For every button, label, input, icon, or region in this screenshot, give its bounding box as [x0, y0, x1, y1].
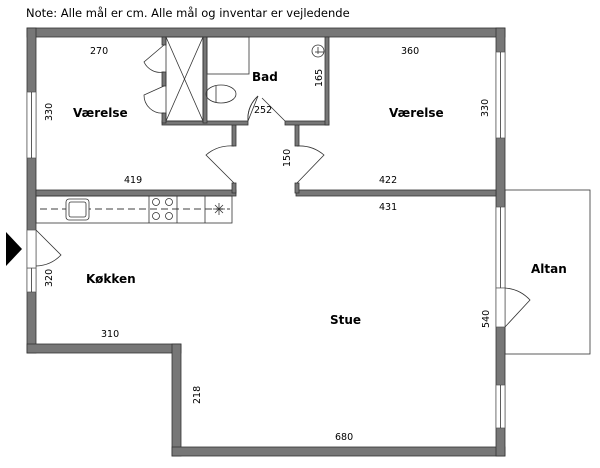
dim-419: 419 [124, 175, 142, 186]
dim-330-right: 330 [480, 99, 491, 117]
room-label-altan: Altan [531, 262, 567, 276]
room-label-vaerelse-right: Værelse [389, 106, 444, 120]
dim-310: 310 [101, 329, 119, 340]
dim-218: 218 [192, 386, 203, 404]
entrance-arrow-icon [6, 232, 22, 266]
dim-270: 270 [90, 46, 108, 57]
door-swings [35, 44, 531, 328]
dim-422: 422 [379, 175, 397, 186]
altan-door-frame [495, 287, 506, 328]
dim-165: 165 [314, 69, 325, 87]
dim-360: 360 [401, 46, 419, 57]
dim-431: 431 [379, 202, 397, 213]
dim-150: 150 [282, 149, 293, 167]
toilet-icon [205, 84, 237, 104]
entrance-door-frame [26, 229, 37, 269]
plan-note: Note: Alle mål er cm. Alle mål og invent… [26, 6, 350, 20]
dim-330-left: 330 [44, 103, 55, 121]
room-label-bad: Bad [252, 70, 278, 84]
stove-icon [152, 198, 173, 220]
sink-icon [65, 198, 90, 221]
kitchen-counter [35, 195, 233, 224]
outer-walls [26, 27, 506, 457]
dim-320: 320 [44, 269, 55, 287]
room-label-kokken: Køkken [86, 272, 136, 286]
room-label-stue: Stue [330, 313, 361, 327]
fridge-icon [213, 203, 225, 215]
windows [26, 51, 506, 429]
room-label-vaerelse-left: Værelse [73, 106, 128, 120]
dim-252: 252 [254, 105, 272, 116]
bathtub [206, 36, 250, 75]
dim-680: 680 [335, 432, 353, 443]
washbasin-icon [311, 44, 325, 58]
dim-540: 540 [481, 310, 492, 328]
closet [165, 36, 204, 122]
